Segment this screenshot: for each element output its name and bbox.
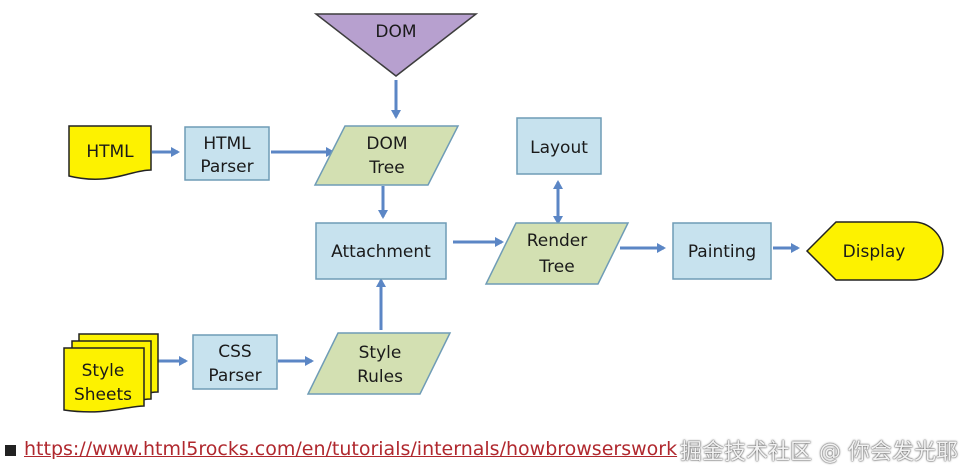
html-parser-label-line2: Parser — [200, 157, 253, 177]
render-tree-parallelogram — [484, 222, 630, 285]
connectors — [152, 80, 800, 366]
css-parser-box — [192, 334, 278, 390]
node-style-rules: Style Rules — [306, 332, 452, 395]
style-sheets-label-line2: Sheets — [74, 385, 132, 405]
display-shape — [805, 221, 944, 281]
dom-label: DOM — [375, 22, 416, 42]
node-html-parser: HTML Parser — [184, 126, 270, 181]
style-rules-label-line2: Rules — [357, 367, 403, 387]
style-sheets-front-page — [63, 347, 145, 413]
html-document-shape — [68, 125, 152, 180]
css-parser-label: CSS — [218, 342, 251, 362]
attachment-label: Attachment — [331, 242, 431, 262]
render-tree-label: Render — [527, 231, 588, 251]
attachment-box — [315, 222, 447, 280]
node-render-tree: Render Tree — [484, 222, 630, 285]
display-label: Display — [843, 242, 906, 262]
node-layout: Layout — [516, 117, 602, 175]
square-bullet-icon — [5, 445, 16, 456]
css-parser-label-line2: Parser — [208, 366, 261, 386]
node-css-parser: CSS Parser — [192, 334, 278, 390]
dom-tree-label: DOM — [366, 134, 407, 154]
html-label: HTML — [86, 142, 134, 162]
painting-box — [672, 222, 772, 280]
layout-label: Layout — [530, 138, 588, 158]
node-style-sheets: Style Sheets — [63, 333, 159, 413]
node-attachment: Attachment — [315, 222, 447, 280]
style-rules-parallelogram — [306, 332, 452, 395]
dom-tree-label-line2: Tree — [368, 158, 404, 178]
style-rules-label: Style — [359, 343, 402, 363]
node-display: Display — [805, 221, 944, 281]
style-sheets-label: Style — [82, 361, 125, 381]
dom-tree-parallelogram — [313, 125, 460, 186]
html-parser-label: HTML — [203, 134, 251, 154]
source-url-link[interactable]: https://www.html5rocks.com/en/tutorials/… — [24, 438, 678, 460]
footer: https://www.html5rocks.com/en/tutorials/… — [0, 434, 972, 466]
html-parser-box — [184, 126, 270, 181]
render-tree-label-line2: Tree — [538, 257, 574, 277]
node-dom-tree: DOM Tree — [313, 125, 460, 186]
node-html: HTML — [68, 125, 152, 180]
dom-triangle-shape — [313, 13, 479, 77]
node-dom: DOM — [313, 13, 479, 77]
node-painting: Painting — [672, 222, 772, 280]
watermark-text: 掘金技术社区 @ 你会发光耶 — [680, 440, 958, 465]
layout-box — [516, 117, 602, 175]
painting-label: Painting — [688, 242, 756, 262]
